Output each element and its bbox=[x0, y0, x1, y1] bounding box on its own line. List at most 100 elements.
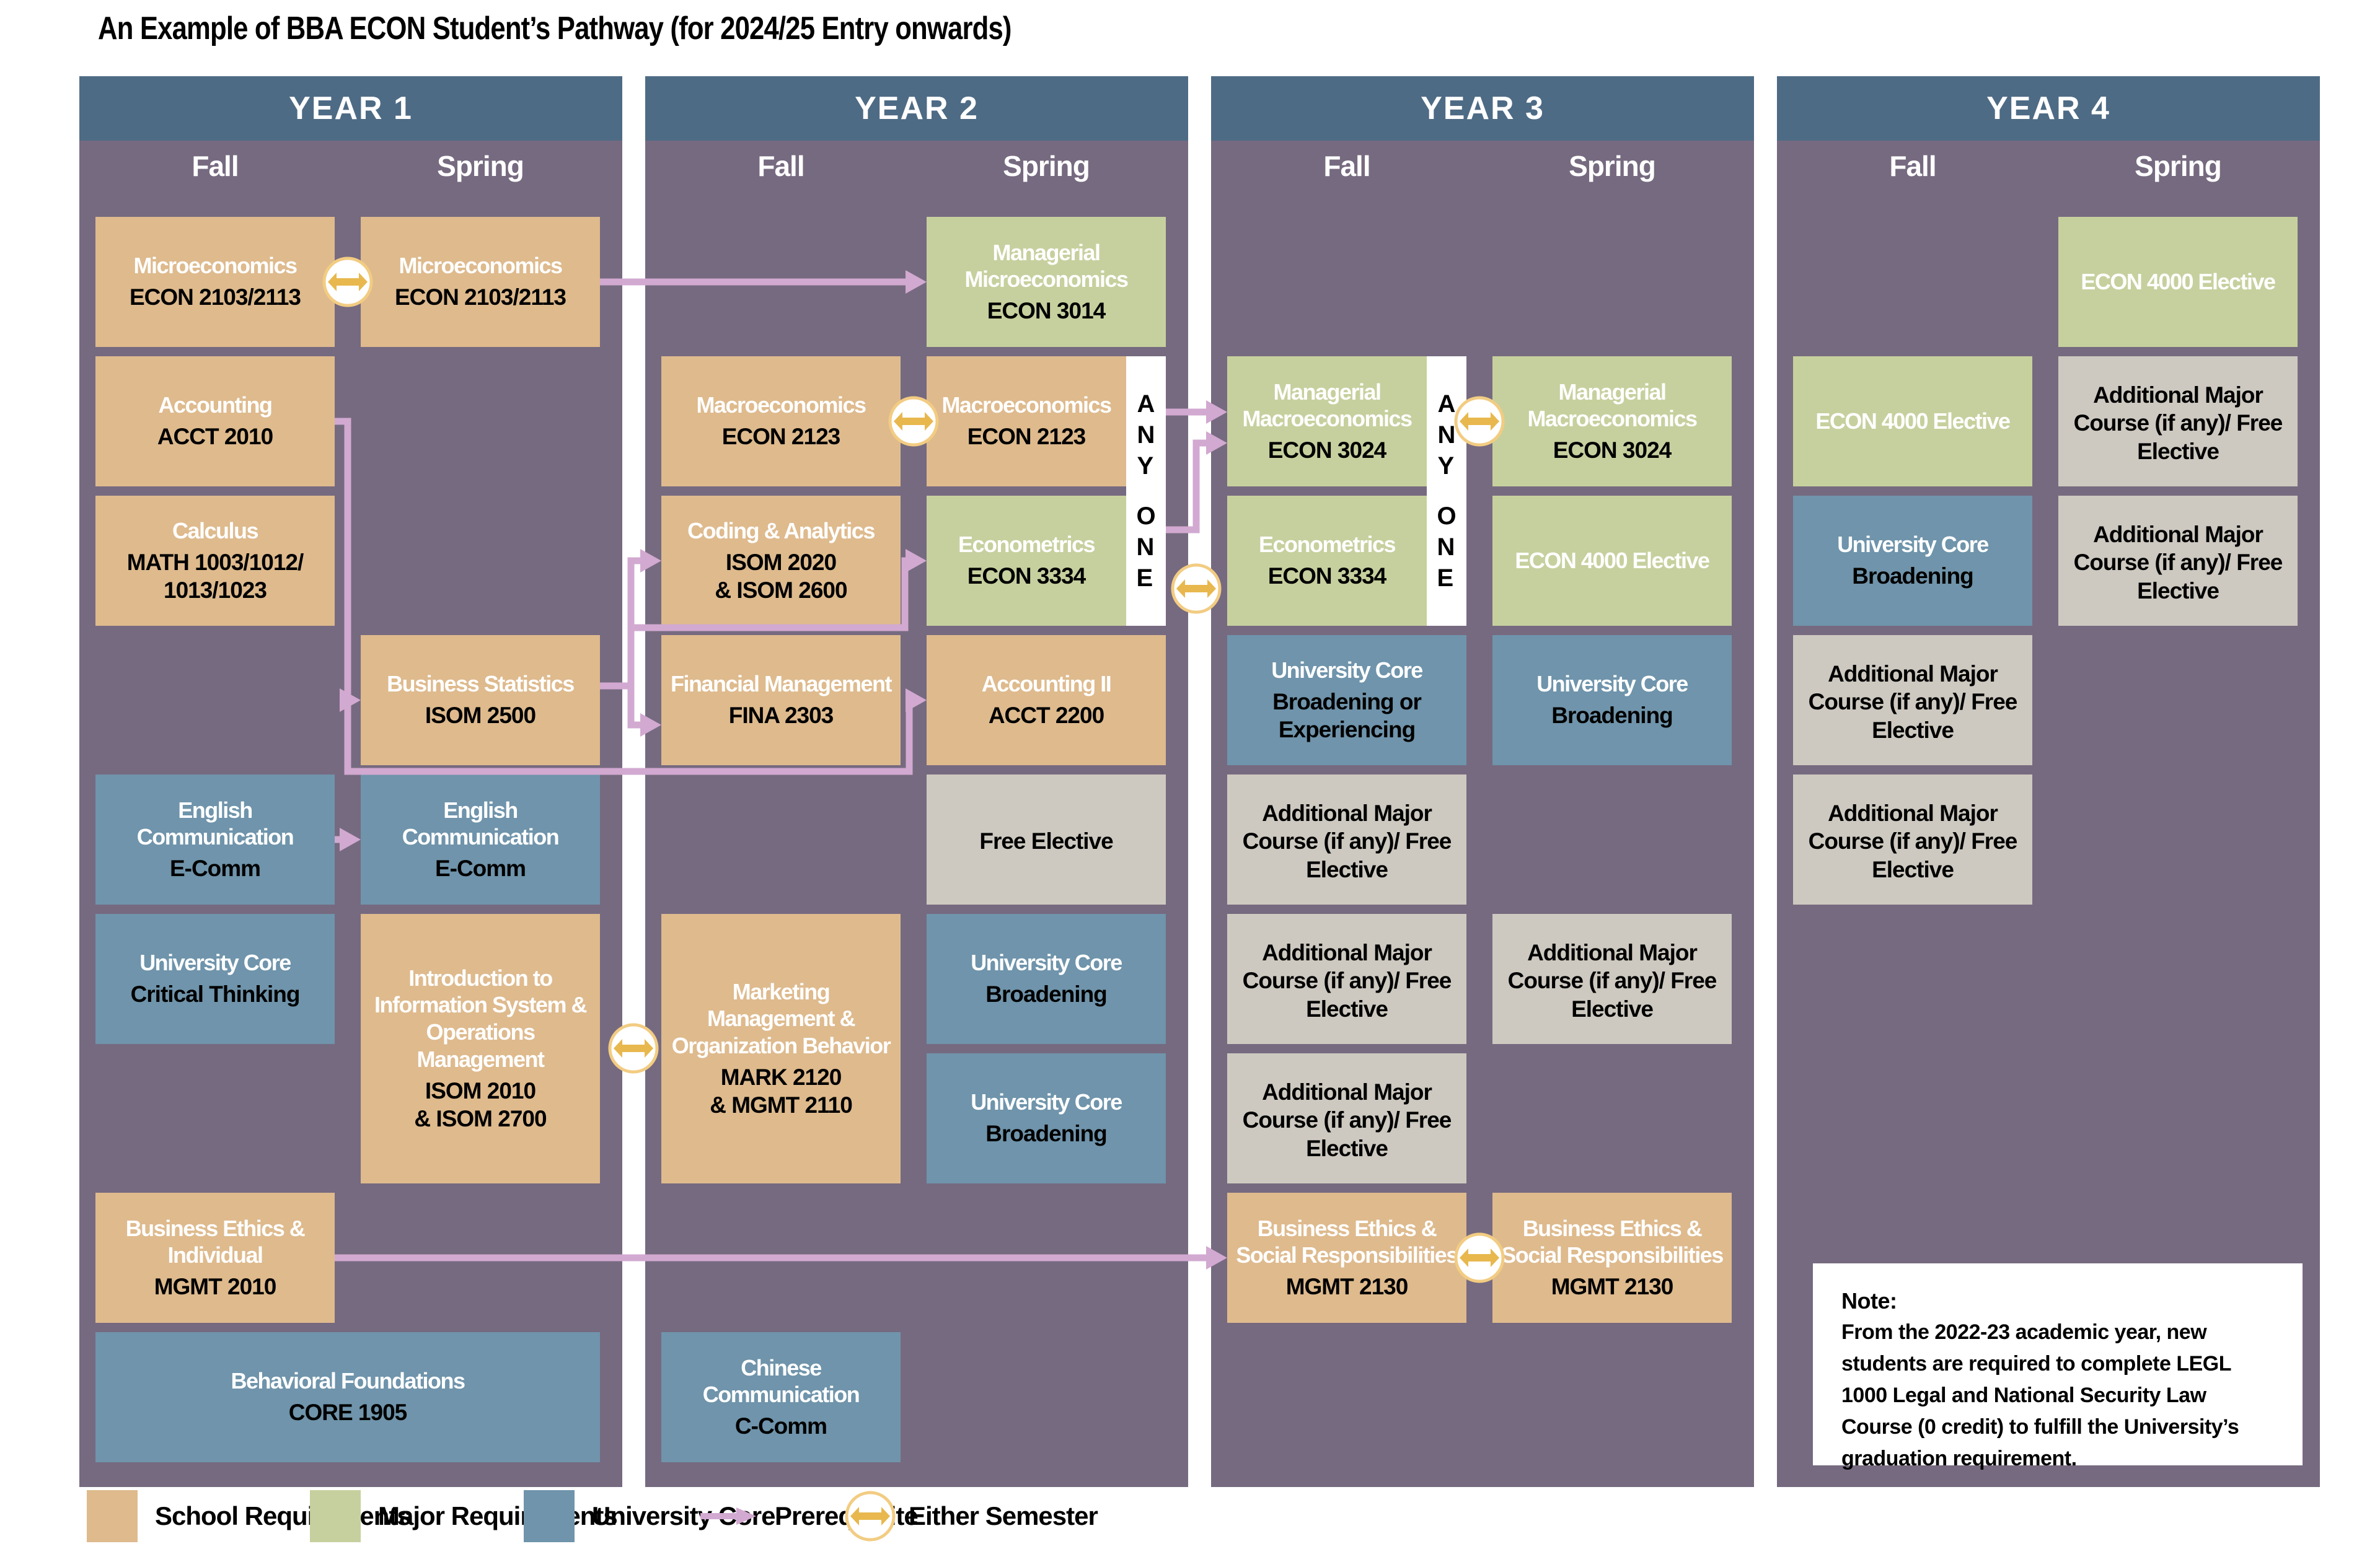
course-title: University Core bbox=[1271, 657, 1423, 683]
note-title: Note: bbox=[1841, 1288, 1897, 1314]
year-header-3: YEAR 3 bbox=[1211, 76, 1754, 141]
course-code: Broadening bbox=[985, 981, 1108, 1007]
semester-label-fall-year-3: Fall bbox=[1323, 150, 1370, 182]
course-code: MGMT 2130 bbox=[1285, 1274, 1409, 1300]
course-code: ECON 2123 bbox=[967, 424, 1086, 450]
course-title: Accounting II bbox=[981, 671, 1112, 697]
course-title: University Core bbox=[971, 1089, 1122, 1115]
course-code: E-Comm bbox=[169, 856, 261, 882]
note-box: Note: From the 2022-23 academic year, ne… bbox=[1813, 1263, 2303, 1470]
course-code: MARK 2120 & MGMT 2110 bbox=[710, 1064, 853, 1118]
course-box-y4-spring-additional-major-1: Additional Major Course (if any)/ Free E… bbox=[2058, 356, 2298, 486]
course-code: ECON 3024 bbox=[1553, 437, 1672, 463]
legend-item-major: Major Requirements bbox=[310, 1488, 618, 1544]
course-title: Business Ethics & Social Responsibilitie… bbox=[1236, 1215, 1458, 1268]
semester-label-fall-year-1: Fall bbox=[192, 150, 239, 182]
course-title: Econometrics bbox=[1258, 532, 1396, 558]
course-code: ECON 3014 bbox=[987, 298, 1106, 324]
legend-item-either: Either Semester bbox=[844, 1488, 1098, 1544]
course-code: MGMT 2010 bbox=[154, 1274, 277, 1300]
course-title: University Core bbox=[139, 950, 291, 976]
course-code: ACCT 2010 bbox=[157, 424, 273, 450]
course-code: ECON 2103/2113 bbox=[394, 284, 566, 310]
course-code: ECON 3024 bbox=[1267, 437, 1386, 463]
course-code: CORE 1905 bbox=[288, 1400, 407, 1426]
course-box-y1-spring-intro-isom: Introduction to Information System & Ope… bbox=[361, 914, 600, 1183]
course-code: ISOM 2010 & ISOM 2700 bbox=[414, 1078, 547, 1132]
course-box-y3-spring-business-ethics-social: Business Ethics & Social Responsibilitie… bbox=[1492, 1193, 1732, 1323]
course-code: Broadening or Experiencing bbox=[1272, 688, 1422, 742]
course-title: Business Ethics & Social Responsibilitie… bbox=[1501, 1215, 1724, 1268]
course-code: MATH 1003/1012/ 1013/1023 bbox=[126, 549, 304, 603]
course-title: Chinese Communication bbox=[702, 1354, 860, 1408]
prerequisite-arrow-icon bbox=[700, 1507, 756, 1525]
course-code: ECON 2103/2113 bbox=[129, 284, 301, 310]
legend-item-school: School Requirements bbox=[87, 1488, 412, 1544]
course-box-y4-spring-econ-4000-elective: ECON 4000 Elective bbox=[2058, 217, 2298, 347]
course-title: Calculus bbox=[172, 517, 259, 543]
course-title: Coding & Analytics bbox=[687, 517, 875, 543]
semester-label-spring-year-1: Spring bbox=[437, 150, 524, 182]
course-code: Free Elective bbox=[979, 828, 1113, 854]
course-title: Macroeconomics bbox=[696, 392, 866, 418]
legend-label: Major Requirements bbox=[378, 1501, 618, 1530]
course-title: Introduction to Information System & Ope… bbox=[374, 965, 588, 1073]
course-code: ECON 3334 bbox=[1267, 563, 1386, 589]
course-title: Econometrics bbox=[958, 532, 1096, 558]
course-box-y4-fall-additional-major-1: Additional Major Course (if any)/ Free E… bbox=[1793, 635, 2032, 765]
semester-label-spring-year-2: Spring bbox=[1003, 150, 1090, 182]
course-code: Additional Major Course (if any)/ Free E… bbox=[1242, 801, 1452, 882]
course-title: English Communication bbox=[136, 797, 294, 850]
course-code: ISOM 2500 bbox=[425, 703, 536, 729]
course-title: English Communication bbox=[402, 797, 560, 850]
course-code: Additional Major Course (if any)/ Free E… bbox=[1808, 661, 2018, 743]
legend-swatch-school bbox=[87, 1490, 138, 1542]
course-title: University Core bbox=[971, 950, 1122, 976]
year-header-1: YEAR 1 bbox=[79, 76, 622, 141]
course-code: C-Comm bbox=[734, 1413, 827, 1439]
course-box-y3-fall-additional-major-2: Additional Major Course (if any)/ Free E… bbox=[1227, 914, 1466, 1044]
legend-label: School Requirements bbox=[155, 1501, 412, 1530]
semester-label-spring-year-3: Spring bbox=[1569, 150, 1656, 182]
course-code: ISOM 2020 & ISOM 2600 bbox=[715, 549, 847, 603]
course-title: University Core bbox=[1536, 671, 1688, 697]
course-title: Microeconomics bbox=[133, 253, 298, 279]
course-code: Additional Major Course (if any)/ Free E… bbox=[1808, 801, 2018, 882]
course-box-y4-spring-additional-major-2: Additional Major Course (if any)/ Free E… bbox=[2058, 496, 2298, 626]
course-code: FINA 2303 bbox=[728, 703, 834, 729]
legend-label: Either Semester bbox=[909, 1501, 1098, 1530]
course-code: Broadening bbox=[1551, 703, 1673, 729]
course-box-y3-fall-business-ethics-social: Business Ethics & Social Responsibilitie… bbox=[1227, 1193, 1466, 1323]
course-box-y3-spring-econ-4000-elective: ECON 4000 Elective bbox=[1492, 496, 1732, 626]
legend-swatch-core bbox=[524, 1490, 575, 1542]
course-box-y3-spring-additional-major: Additional Major Course (if any)/ Free E… bbox=[1492, 914, 1732, 1044]
course-code: Critical Thinking bbox=[130, 981, 301, 1007]
course-title: Managerial Macroeconomics bbox=[1527, 379, 1698, 432]
page-title: An Example of BBA ECON Student’s Pathway… bbox=[98, 11, 1011, 46]
course-code: E-Comm bbox=[434, 856, 526, 882]
course-box-y2-fall-marketing-management: Marketing Management & Organization Beha… bbox=[661, 914, 901, 1183]
course-title: ECON 4000 Elective bbox=[1515, 548, 1710, 574]
semester-label-spring-year-4: Spring bbox=[2135, 150, 2222, 182]
